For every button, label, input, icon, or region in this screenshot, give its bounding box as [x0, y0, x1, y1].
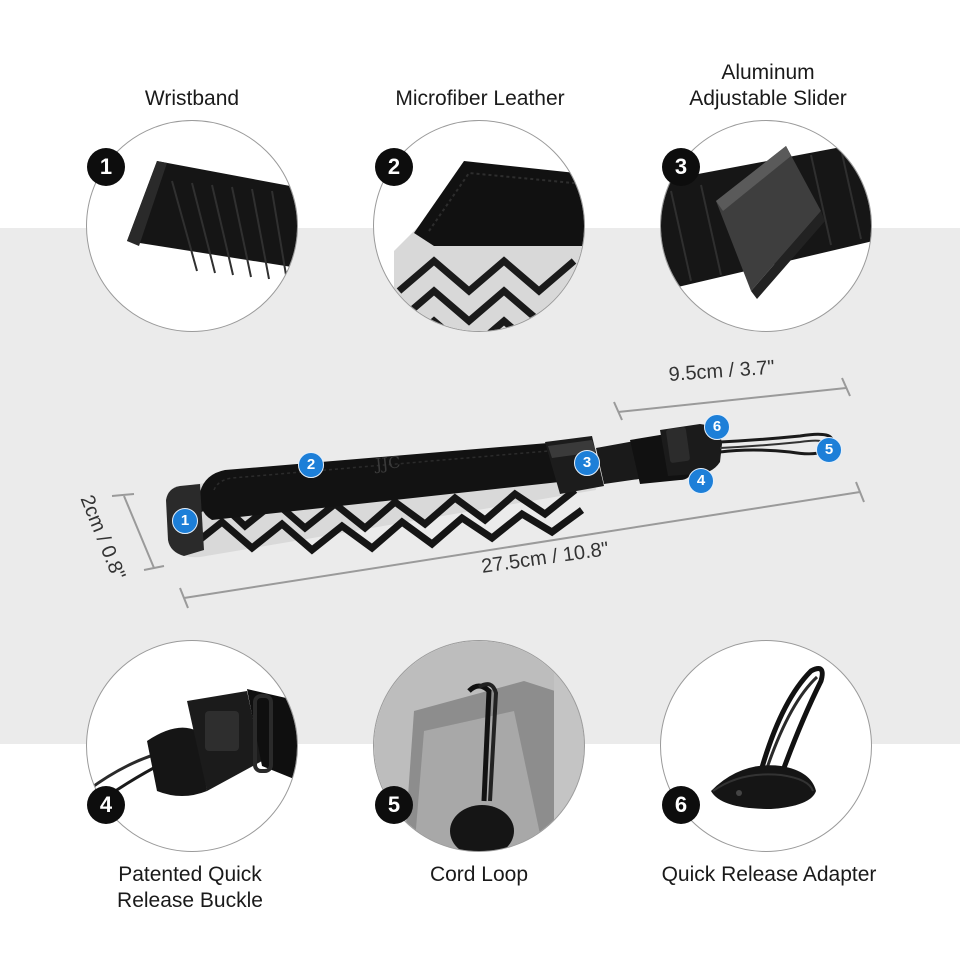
feature-label-1: Wristband [144, 87, 240, 110]
feature-badge-6: 6 [662, 786, 700, 824]
strap-marker-2: 2 [298, 452, 324, 478]
feature-badge-3: 3 [662, 148, 700, 186]
feature-badge-1: 1 [87, 148, 125, 186]
brand-logo: JJC [372, 452, 401, 474]
quick-release-buckle-detail-image [86, 640, 298, 852]
strap-marker-1: 1 [172, 508, 198, 534]
strap-marker-4: 4 [688, 468, 714, 494]
feature-badge-4: 4 [87, 786, 125, 824]
feature-label-6: Quick Release Adapter [661, 863, 877, 886]
chevron-pattern [182, 487, 585, 555]
feature-badge-2: 2 [375, 148, 413, 186]
feature-label-4: Patented Quick Release Buckle [117, 863, 263, 912]
strap-marker-6: 6 [704, 414, 730, 440]
quick-release-adapter-detail-image [660, 640, 872, 852]
tether-dimension-line [613, 377, 851, 421]
feature-label-2: Microfiber Leather [395, 87, 565, 110]
cord-loop-detail-image [373, 640, 585, 852]
feature-label-3: Aluminum Adjustable Slider [689, 61, 847, 110]
aluminum-slider-detail-image [660, 120, 872, 332]
strap-marker-3: 3 [574, 450, 600, 476]
length-dimension-line [179, 481, 865, 609]
feature-badge-5: 5 [375, 786, 413, 824]
strap-marker-5: 5 [816, 437, 842, 463]
width-dimension-line [111, 493, 165, 571]
feature-label-5: Cord Loop [429, 863, 529, 886]
